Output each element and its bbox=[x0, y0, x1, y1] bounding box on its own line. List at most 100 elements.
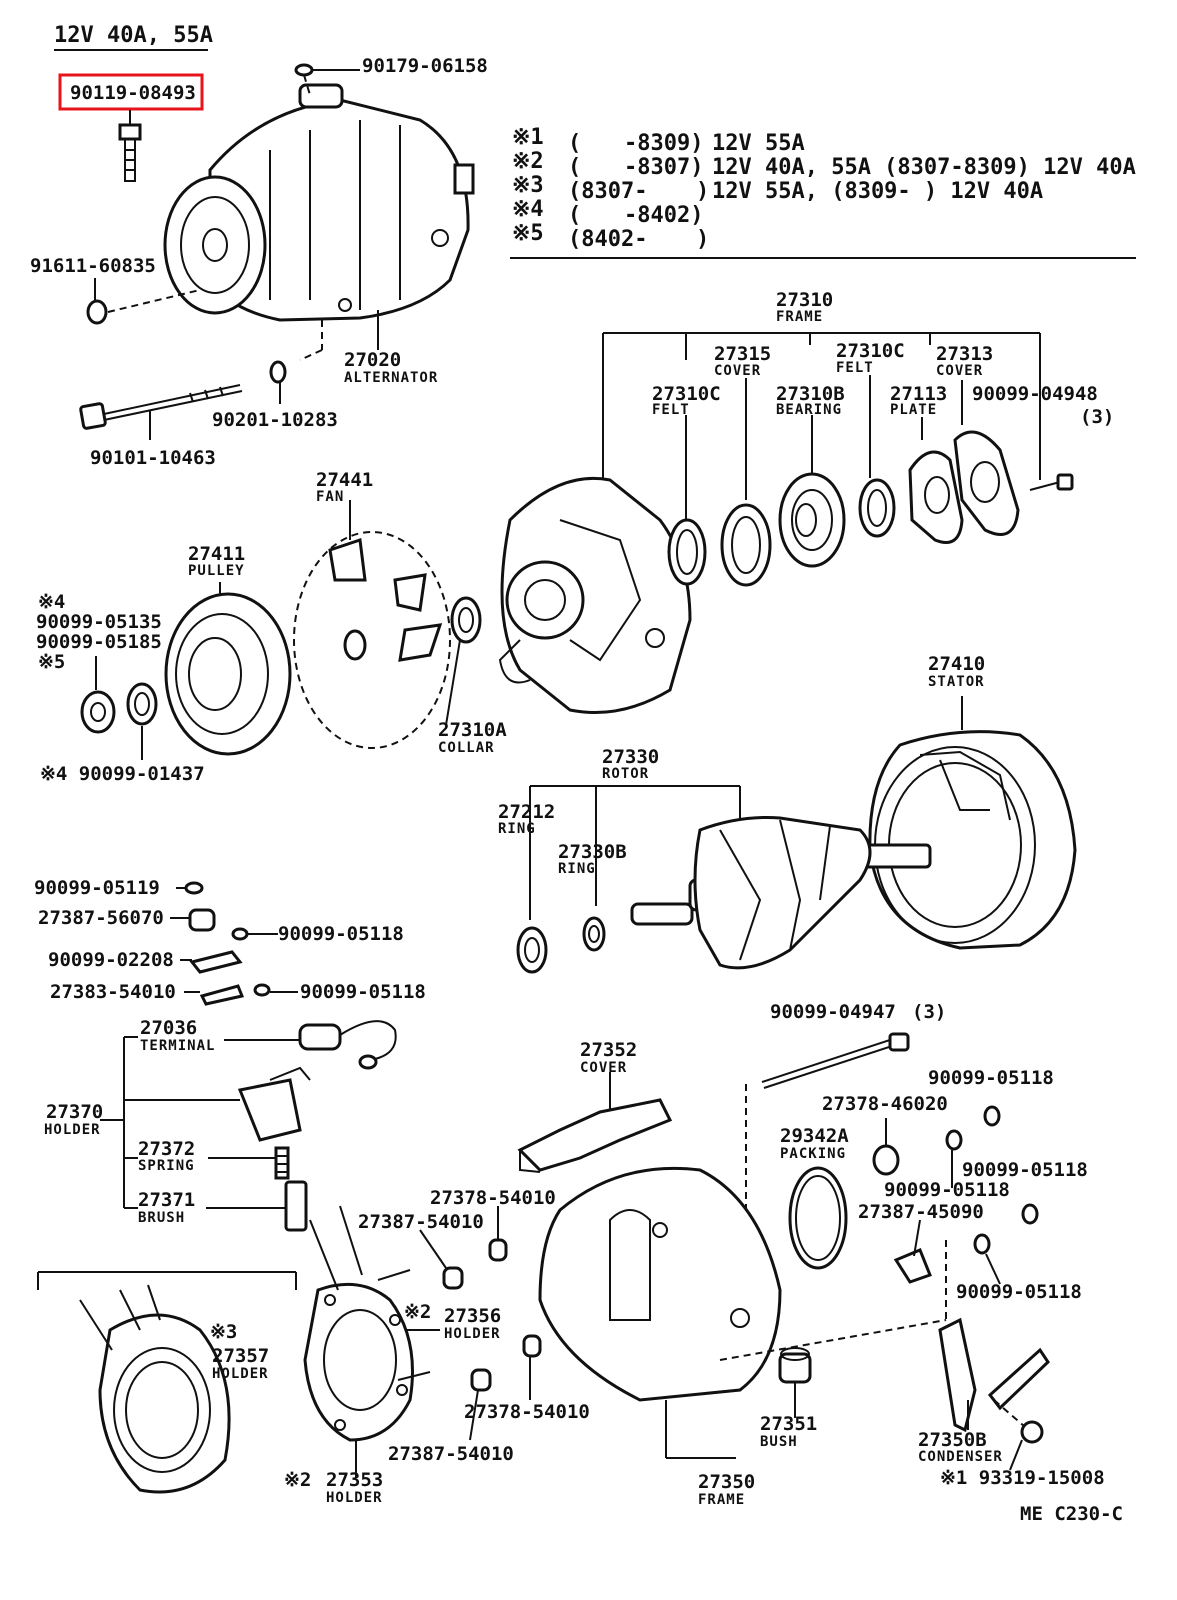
highlight-box bbox=[58, 73, 204, 111]
label-felt-right: FELT bbox=[836, 360, 874, 376]
label-90099-05118-a: 90099-05118 bbox=[278, 923, 404, 945]
label-fan: FAN bbox=[316, 489, 344, 505]
label-27370: 27370 bbox=[46, 1101, 103, 1123]
label-90201-10283: 90201-10283 bbox=[212, 409, 338, 431]
label-qty-3-top: (3) bbox=[1080, 406, 1114, 428]
label-27310: 27310 bbox=[776, 289, 833, 311]
label-bush: BUSH bbox=[760, 1434, 798, 1450]
label-90099-05118-e: 90099-05118 bbox=[884, 1179, 1010, 1201]
label-27356: 27356 bbox=[444, 1305, 501, 1327]
note-1-desc: 12V 55A bbox=[712, 131, 805, 156]
label-qty-3-bottom: (3) bbox=[912, 1001, 946, 1023]
label-27371: 27371 bbox=[138, 1189, 195, 1211]
label-ring-27212: RING bbox=[498, 821, 536, 837]
label-90099-05185: 90099-05185 bbox=[36, 631, 162, 653]
note-2-desc: 12V 40A, 55A (8307-8309) 12V 40A bbox=[712, 155, 1136, 180]
label-condenser: CONDENSER bbox=[918, 1449, 1003, 1465]
diagram-title: 12V 40A, 55A bbox=[54, 23, 213, 51]
note-2-from: ( bbox=[568, 155, 581, 180]
label-90099-05119: 90099-05119 bbox=[34, 877, 160, 899]
label-27350b: 27350B bbox=[918, 1429, 987, 1451]
label-27313: 27313 bbox=[936, 343, 993, 365]
note-2-mark: ※2 bbox=[512, 149, 544, 174]
label-27036: 27036 bbox=[140, 1017, 197, 1039]
highlighted-part-number[interactable]: 90119-08493 bbox=[70, 82, 196, 104]
label-mark5: ※5 bbox=[38, 651, 65, 673]
stator-drawing bbox=[868, 696, 1077, 950]
label-27310b: 27310B bbox=[776, 383, 845, 405]
note-1-from: ( bbox=[568, 131, 581, 156]
label-29342a: 29342A bbox=[780, 1125, 849, 1147]
label-27387-54010-b: 27387-54010 bbox=[388, 1443, 514, 1465]
note-1-mark: ※1 bbox=[512, 125, 544, 150]
label-90101-10463: 90101-10463 bbox=[90, 447, 216, 469]
note-5-from: (8402- bbox=[568, 227, 647, 252]
label-27020: 27020 bbox=[344, 349, 401, 371]
label-alternator: ALTERNATOR bbox=[344, 370, 438, 386]
label-27378-54010-b: 27378-54010 bbox=[464, 1401, 590, 1423]
label-91611-60835: 91611-60835 bbox=[30, 255, 156, 277]
label-93319-15008: ※1 93319-15008 bbox=[940, 1467, 1105, 1489]
label-reference-code: ME C230-C bbox=[1020, 1503, 1123, 1525]
label-27310c-right: 27310C bbox=[836, 340, 905, 362]
label-brush: BRUSH bbox=[138, 1210, 185, 1226]
label-27330: 27330 bbox=[602, 746, 659, 768]
label-frame-bottom: FRAME bbox=[698, 1492, 745, 1508]
note-3-from: (8307- bbox=[568, 179, 647, 204]
label-cover-27352: COVER bbox=[580, 1060, 627, 1076]
note-5-to: ) bbox=[696, 227, 709, 252]
label-27352: 27352 bbox=[580, 1039, 637, 1061]
label-27357: 27357 bbox=[212, 1345, 269, 1367]
highlighted-part-90119-08493[interactable]: 90119-08493 bbox=[58, 73, 204, 111]
label-frame-top: FRAME bbox=[776, 309, 823, 325]
label-stator: STATOR bbox=[928, 674, 985, 690]
label-holder-27357: HOLDER bbox=[212, 1366, 269, 1382]
label-27411: 27411 bbox=[188, 543, 245, 565]
note-3-mark: ※3 bbox=[512, 173, 544, 198]
frame-parts-drawing bbox=[498, 430, 1074, 714]
note-3-desc: 12V 55A, (8309- ) 12V 40A bbox=[712, 179, 1043, 204]
label-27330b: 27330B bbox=[558, 841, 627, 863]
note-4-from: ( bbox=[568, 203, 581, 228]
label-27387-56070: 27387-56070 bbox=[38, 907, 164, 929]
label-mark2-b: ※2 bbox=[284, 1469, 311, 1491]
label-27310a: 27310A bbox=[438, 719, 507, 741]
label-pulley: PULLEY bbox=[188, 563, 245, 579]
label-90099-05118-f: 90099-05118 bbox=[956, 1281, 1082, 1303]
label-27410: 27410 bbox=[928, 653, 985, 675]
label-rotor: ROTOR bbox=[602, 766, 649, 782]
notes-table: ※1 ( -8309) 12V 55A ※2 ( -8307) 12V 40A,… bbox=[510, 125, 1136, 259]
label-90179-06158: 90179-06158 bbox=[362, 55, 488, 77]
label-mark2-a: ※2 bbox=[404, 1301, 431, 1323]
label-90099-05118-b: 90099-05118 bbox=[300, 981, 426, 1003]
brush-holder-drawing bbox=[100, 1020, 397, 1232]
frame-group-leaders bbox=[602, 332, 1041, 520]
label-90099-04947: 90099-04947 bbox=[770, 1001, 896, 1023]
label-90099-05135: 90099-05135 bbox=[36, 611, 162, 633]
label-90099-05118-d: 90099-05118 bbox=[962, 1159, 1088, 1181]
label-27441: 27441 bbox=[316, 469, 373, 491]
label-27351: 27351 bbox=[760, 1413, 817, 1435]
label-27372: 27372 bbox=[138, 1138, 195, 1160]
label-27387-54010-a: 27387-54010 bbox=[358, 1211, 484, 1233]
label-plate: PLATE bbox=[890, 402, 937, 418]
label-holder-27356: HOLDER bbox=[444, 1326, 501, 1342]
label-cover-27313: COVER bbox=[936, 363, 983, 379]
note-5-mark: ※5 bbox=[512, 221, 544, 246]
label-90099-04948: 90099-04948 bbox=[972, 383, 1098, 405]
label-90099-01437: ※4 90099-01437 bbox=[40, 763, 205, 785]
label-bearing: BEARING bbox=[776, 402, 842, 418]
label-mark4: ※4 bbox=[38, 591, 65, 613]
label-27353: 27353 bbox=[326, 1469, 383, 1491]
label-90099-02208: 90099-02208 bbox=[48, 949, 174, 971]
rotor-drawing bbox=[516, 785, 932, 974]
label-27378-46020: 27378-46020 bbox=[822, 1093, 948, 1115]
note-3-to: ) bbox=[696, 179, 709, 204]
label-holder-27370: HOLDER bbox=[44, 1122, 101, 1138]
alternator-assembly-drawing bbox=[79, 63, 475, 440]
label-27212: 27212 bbox=[498, 801, 555, 823]
note-4-mark: ※4 bbox=[512, 197, 544, 222]
terminal-small-parts-drawing bbox=[170, 881, 298, 1006]
label-27310c-left: 27310C bbox=[652, 383, 721, 405]
label-felt-left: FELT bbox=[652, 402, 690, 418]
